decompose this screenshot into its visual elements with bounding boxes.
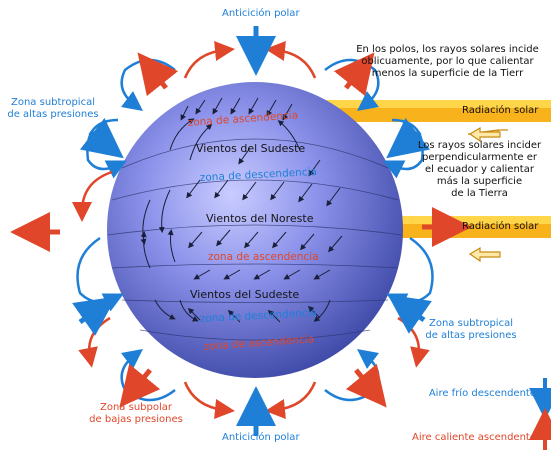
poles-explanation: En los polos, los rayos solares incide o…	[344, 44, 551, 80]
subpolar-line1: Zona subpolar	[100, 402, 172, 413]
subtropical-left-line2: de altas presiones	[7, 109, 99, 120]
subtropical-right-line2: de altas presiones	[425, 330, 517, 341]
cell-bottom-right	[324, 348, 380, 402]
solar-radiation-label-1: Radiación solar	[462, 105, 539, 116]
zone-ascend-2: zona de ascendencia	[208, 251, 319, 263]
poles-line2: oblicuamente, por lo que calientar	[361, 56, 534, 67]
wind-arrows	[140, 97, 343, 323]
subpolar-low-label: Zona subpolar de bajas presiones	[80, 402, 192, 426]
legend-cold-label: Aire frío descendente	[428, 388, 536, 399]
subtropical-left-line1: Zona subtropical	[11, 97, 95, 108]
equator-line4: más la superficie	[436, 176, 523, 187]
equator-line5: de la Tierra	[451, 188, 508, 199]
legend-warm-label: Aire caliente ascendente	[411, 432, 536, 443]
cell-top-left	[120, 58, 176, 112]
hollow-solar-arrows	[467, 126, 508, 263]
equator-explanation: Los rayos solares incider perpendicularm…	[408, 140, 551, 200]
winds-se-1: Vientos del Sudeste	[196, 142, 305, 155]
winds-ne: Vientos del Noreste	[206, 212, 314, 225]
equator-line1: Los rayos solares incider	[417, 140, 542, 151]
cell-bottom-left	[120, 348, 176, 402]
hollow-arrow-middle	[468, 246, 501, 263]
solar-radiation-label-2: Radiación solar	[462, 221, 539, 232]
poles-line1: En los polos, los rayos solares incide	[356, 44, 539, 55]
winds-se-2: Vientos del Sudeste	[190, 288, 299, 301]
subtropical-right-line1: Zona subtropical	[429, 318, 513, 329]
polar-high-bottom-label: Anticición polar	[222, 432, 300, 443]
subpolar-line2: de bajas presiones	[89, 414, 183, 425]
subtropical-high-right-label: Zona subtropical de altas presiones	[416, 318, 526, 342]
equator-line2: perpendicularmente er	[422, 152, 537, 163]
poles-line3: menos la superficie de la Tierr	[371, 68, 524, 79]
polar-high-top-label: Anticición polar	[222, 8, 300, 19]
radial-arrows	[10, 26, 472, 436]
subtropical-high-left-label: Zona subtropical de altas presiones	[0, 97, 106, 121]
equator-line3: el ecuador y calientar	[425, 164, 534, 175]
